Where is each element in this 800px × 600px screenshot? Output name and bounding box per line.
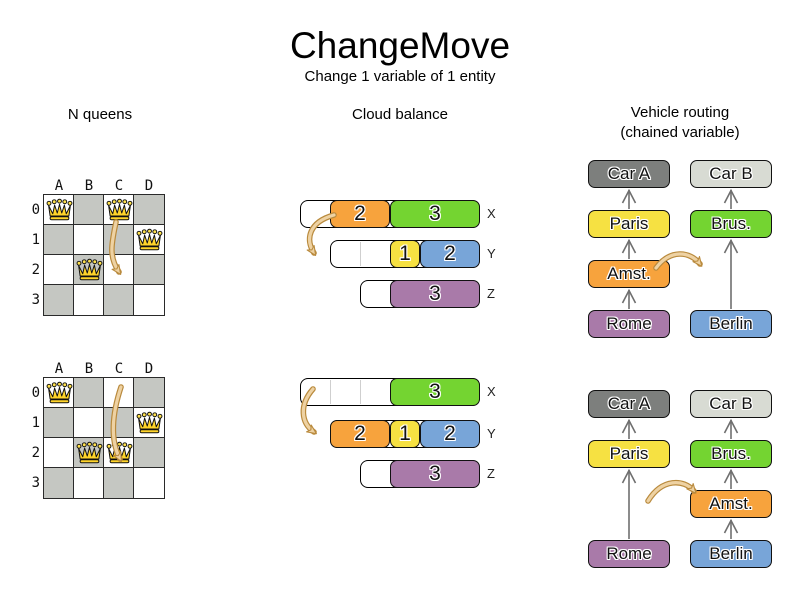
queen-icon: [76, 441, 102, 464]
vrp-node-paris: Paris: [588, 440, 670, 468]
board-cell: [73, 224, 105, 256]
board-row-label: 3: [31, 475, 40, 491]
section-label-cloud: Cloud balance: [352, 106, 448, 123]
cloud-process-block: 2: [330, 420, 390, 448]
board-cell: [133, 254, 165, 286]
board-row-label: 2: [31, 445, 40, 461]
board-column-label: B: [84, 361, 94, 377]
vrp-node-car-a: Car A: [588, 390, 670, 418]
board-cell: [43, 407, 75, 439]
cloud-process-block: 1: [390, 240, 420, 268]
cloud-process-block: 1: [390, 420, 420, 448]
cloud-process-block: 3: [390, 200, 480, 228]
board-row-label: 0: [31, 385, 40, 401]
board-row-label: 1: [31, 415, 40, 431]
queen-icon: [46, 381, 72, 404]
board-cell: [73, 254, 105, 286]
board-cell: [133, 284, 165, 316]
board-cell: [103, 467, 135, 499]
vrp-node-brus: Brus.: [690, 210, 772, 238]
cloud-process-block: 2: [330, 200, 390, 228]
computer-label: X: [487, 384, 496, 399]
unit-divider-line: [330, 380, 331, 404]
cloud-process-block: 2: [420, 420, 480, 448]
computer-label: Y: [487, 246, 496, 261]
board-cell: [43, 284, 75, 316]
board-cell: [103, 254, 135, 286]
board-cell: [133, 437, 165, 469]
board-row-label: 2: [31, 262, 40, 278]
board-cell: [73, 437, 105, 469]
board-cell: [103, 377, 135, 409]
board-row-label: 0: [31, 202, 40, 218]
board-cell: [43, 194, 75, 226]
vrp-node-rome: Rome: [588, 540, 670, 568]
board-cell: [133, 224, 165, 256]
queen-icon: [136, 411, 162, 434]
board-cell: [73, 284, 105, 316]
computer-label: X: [487, 206, 496, 221]
computer-label: Z: [487, 286, 495, 301]
board-column-label: A: [54, 178, 64, 194]
board-column-label: B: [84, 178, 94, 194]
vrp-node-car-a: Car A: [588, 160, 670, 188]
section-label-vrp-line2: (chained variable): [620, 124, 740, 141]
board-column-label: D: [144, 361, 154, 377]
board-cell: [43, 437, 75, 469]
board-cell: [43, 254, 75, 286]
board-cell: [133, 467, 165, 499]
queen-icon: [76, 258, 102, 281]
page-title: ChangeMove: [289, 25, 511, 66]
queen-icon: [106, 198, 132, 221]
vrp-node-car-b: Car B: [690, 390, 772, 418]
board-row-label: 3: [31, 292, 40, 308]
cloud-process-block: 3: [390, 378, 480, 406]
vrp-node-amst: Amst.: [690, 490, 772, 518]
vrp-node-brus: Brus.: [690, 440, 772, 468]
board-row-label: 1: [31, 232, 40, 248]
cloud-process-block: 2: [420, 240, 480, 268]
vrp-node-car-b: Car B: [690, 160, 772, 188]
section-label-nqueens: N queens: [67, 106, 133, 123]
vrp-node-amst: Amst.: [588, 260, 670, 288]
board-column-label: C: [114, 178, 124, 194]
cloud-process-block: 3: [390, 460, 480, 488]
computer-label: Y: [487, 426, 496, 441]
section-label-vrp-line1: Vehicle routing: [630, 104, 730, 121]
board-cell: [103, 407, 135, 439]
board-cell: [103, 437, 135, 469]
vrp-node-berlin: Berlin: [690, 540, 772, 568]
page-subtitle: Change 1 variable of 1 entity: [304, 68, 496, 85]
board-cell: [73, 407, 105, 439]
board-cell: [73, 377, 105, 409]
vrp-node-paris: Paris: [588, 210, 670, 238]
queen-icon: [106, 441, 132, 464]
queen-icon: [136, 228, 162, 251]
board-cell: [43, 467, 75, 499]
board-column-label: A: [54, 361, 64, 377]
board-cell: [103, 224, 135, 256]
board-cell: [103, 284, 135, 316]
board-cell: [43, 377, 75, 409]
board-cell: [73, 467, 105, 499]
board-cell: [103, 194, 135, 226]
unit-divider-line: [360, 380, 361, 404]
board-cell: [73, 194, 105, 226]
queen-icon: [46, 198, 72, 221]
board-column-label: D: [144, 178, 154, 194]
vrp-node-berlin: Berlin: [690, 310, 772, 338]
board-cell: [133, 377, 165, 409]
vrp-node-rome: Rome: [588, 310, 670, 338]
board-cell: [133, 407, 165, 439]
unit-divider-line: [360, 242, 361, 266]
board-cell: [43, 224, 75, 256]
computer-label: Z: [487, 466, 495, 481]
board-column-label: C: [114, 361, 124, 377]
cloud-process-block: 3: [390, 280, 480, 308]
board-cell: [133, 194, 165, 226]
